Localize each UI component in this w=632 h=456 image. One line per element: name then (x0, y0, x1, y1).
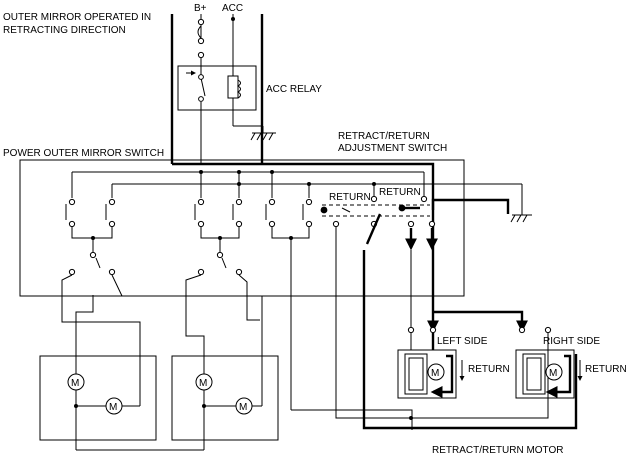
mirror-switch-contacts-left (65, 198, 116, 276)
fuse-icon (197, 18, 205, 59)
motor-symbol: M (239, 402, 247, 413)
power-supply-wiring (170, 14, 435, 312)
motor-symbol: M (549, 368, 557, 379)
acc-relay (177, 58, 263, 164)
ground-icon (510, 214, 532, 223)
left-motor-return-label: RETURN (468, 364, 510, 375)
retract-switch-label-line2: ADJUSTMENT SWITCH (338, 143, 447, 154)
power-outer-mirror-switch-label: POWER OUTER MIRROR SWITCH (3, 148, 164, 159)
motor-symbol: M (431, 368, 439, 379)
power-outer-mirror-switch-frame (19, 159, 465, 297)
right-side-label: RIGHT SIDE (543, 336, 600, 347)
left-retract-motor: M (397, 326, 465, 399)
motor-symbol: M (71, 378, 79, 389)
left-side-label: LEFT SIDE (437, 336, 488, 347)
return-contact-right-label: RETURN (379, 187, 421, 198)
mirror-switch-contacts-center (194, 198, 243, 276)
operation-mode-label-line2: RETRACTING DIRECTION (3, 25, 126, 36)
motor-symbol: M (109, 402, 117, 413)
motor-symbol: M (199, 378, 207, 389)
right-motor-return-label: RETURN (585, 364, 627, 375)
acc-relay-label: ACC RELAY (266, 84, 322, 95)
ground-icon (250, 126, 276, 141)
return-contact-left-label: RETURN (329, 192, 371, 203)
retract-return-motor-label: RETRACT/RETURN MOTOR (432, 445, 563, 456)
retract-switch-label-line1: RETRACT/RETURN (338, 131, 430, 142)
battery-positive-label: B+ (194, 3, 207, 14)
motor-icon (545, 363, 563, 381)
left-mirror-motor-unit: M M (39, 355, 157, 450)
right-mirror-motor-unit: M M (76, 355, 279, 451)
switch-bus-wiring (71, 170, 523, 215)
mirror-switch-contacts-right (265, 198, 313, 410)
retract-return-adjustment-switch (320, 195, 510, 251)
accessory-label: ACC (222, 3, 243, 14)
mirror-motor-wiring (61, 274, 263, 406)
right-retract-motor: M (515, 326, 583, 399)
retract-motor-wiring (291, 227, 578, 430)
motor-icon (427, 363, 445, 381)
operation-mode-label-line1: OUTER MIRROR OPERATED IN (3, 12, 151, 23)
